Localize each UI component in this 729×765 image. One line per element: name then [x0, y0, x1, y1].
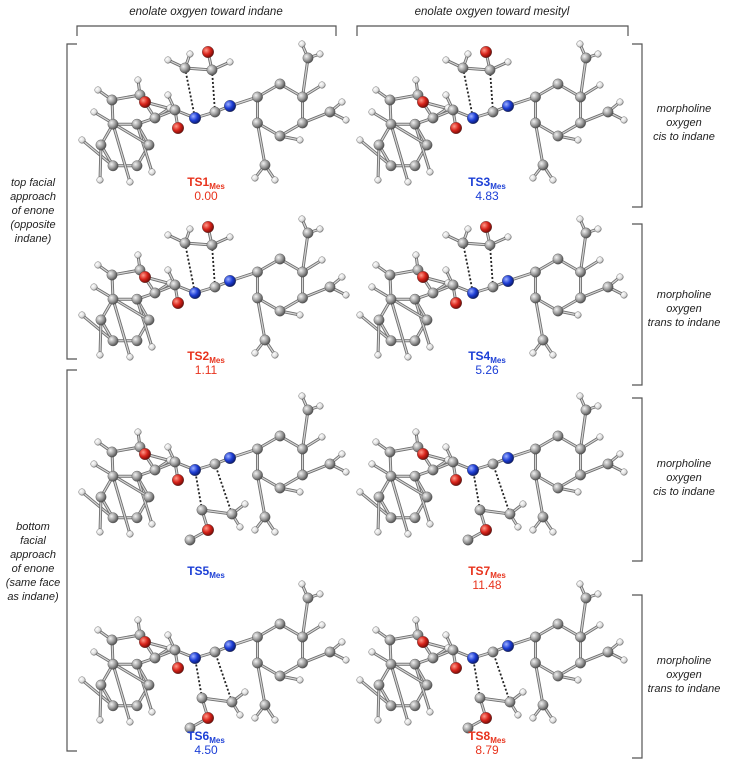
svg-text:morpholine: morpholine: [657, 289, 711, 301]
ts3-model: [356, 40, 628, 186]
ts7-name: TS7Mes: [468, 564, 506, 580]
ts6-name: TS6Mes: [187, 729, 225, 745]
right-label-4: morpholine oxygen trans to indane: [648, 655, 721, 695]
svg-text:(opposite: (opposite: [10, 219, 55, 231]
ts5-model: [78, 392, 350, 546]
ts7-energy: 11.48: [472, 578, 501, 592]
svg-text:morpholine: morpholine: [657, 655, 711, 667]
ts5-label: TS5Mes: [187, 564, 225, 580]
column-header-right: enolate oxgyen toward mesityl: [415, 6, 570, 18]
ts6-energy: 4.50: [194, 743, 218, 757]
svg-text:as indane): as indane): [7, 591, 59, 603]
ts8-model: [356, 580, 628, 734]
ts5-name: TS5Mes: [187, 564, 225, 580]
svg-text:oxygen: oxygen: [666, 117, 701, 129]
ts4-model: [356, 215, 628, 361]
ts4-name: TS4Mes: [468, 349, 506, 365]
ts8-name: TS8Mes: [468, 729, 506, 745]
ts1-name: TS1Mes: [187, 175, 225, 191]
svg-text:cis to indane: cis to indane: [653, 486, 715, 498]
ts3-name: TS3Mes: [468, 175, 506, 191]
ts3-energy: 4.83: [475, 189, 499, 203]
svg-text:oxygen: oxygen: [666, 303, 701, 315]
svg-text:oxygen: oxygen: [666, 472, 701, 484]
left-bracket-bottom: [66, 369, 77, 752]
ts4-energy: 5.26: [475, 363, 499, 377]
svg-text:morpholine: morpholine: [657, 103, 711, 115]
svg-text:trans to indane: trans to indane: [648, 683, 721, 695]
svg-text:(same face: (same face: [6, 577, 60, 589]
right-label-2: morpholine oxygen trans to indane: [648, 289, 721, 329]
svg-text:approach: approach: [10, 191, 56, 203]
ts2-energy: 1.11: [195, 363, 218, 377]
right-bracket-1: [632, 43, 643, 208]
ts7-model: [356, 392, 628, 546]
left-label-top: top facial approach of enone (opposite i…: [10, 177, 56, 245]
left-label-bottom: bottom facial approach of enone (same fa…: [6, 521, 60, 603]
column-bracket-left: [76, 25, 337, 36]
right-bracket-3: [632, 397, 643, 562]
column-bracket-right: [356, 25, 629, 36]
svg-text:bottom: bottom: [16, 521, 50, 533]
molecule-models: [78, 40, 628, 734]
ts1-model: [78, 40, 350, 186]
ts8-energy: 8.79: [475, 743, 499, 757]
right-bracket-4: [632, 594, 643, 759]
svg-text:facial: facial: [20, 535, 46, 547]
column-header-left: enolate oxgyen toward indane: [129, 6, 282, 18]
left-bracket-top: [66, 43, 77, 360]
svg-text:trans to indane: trans to indane: [648, 317, 721, 329]
right-label-1: morpholine oxygen cis to indane: [653, 103, 715, 143]
svg-text:top facial: top facial: [11, 177, 56, 189]
svg-text:cis to indane: cis to indane: [653, 131, 715, 143]
svg-text:of enone: of enone: [12, 563, 55, 575]
ts2-model: [78, 215, 350, 361]
svg-text:oxygen: oxygen: [666, 669, 701, 681]
svg-text:of enone: of enone: [12, 205, 55, 217]
right-bracket-2: [632, 223, 643, 386]
ts6-model: [78, 580, 350, 734]
ts2-name: TS2Mes: [187, 349, 225, 365]
ts1-energy: 0.00: [194, 189, 218, 203]
svg-text:indane): indane): [15, 233, 52, 245]
svg-text:approach: approach: [10, 549, 56, 561]
right-label-3: morpholine oxygen cis to indane: [653, 458, 715, 498]
svg-text:morpholine: morpholine: [657, 458, 711, 470]
